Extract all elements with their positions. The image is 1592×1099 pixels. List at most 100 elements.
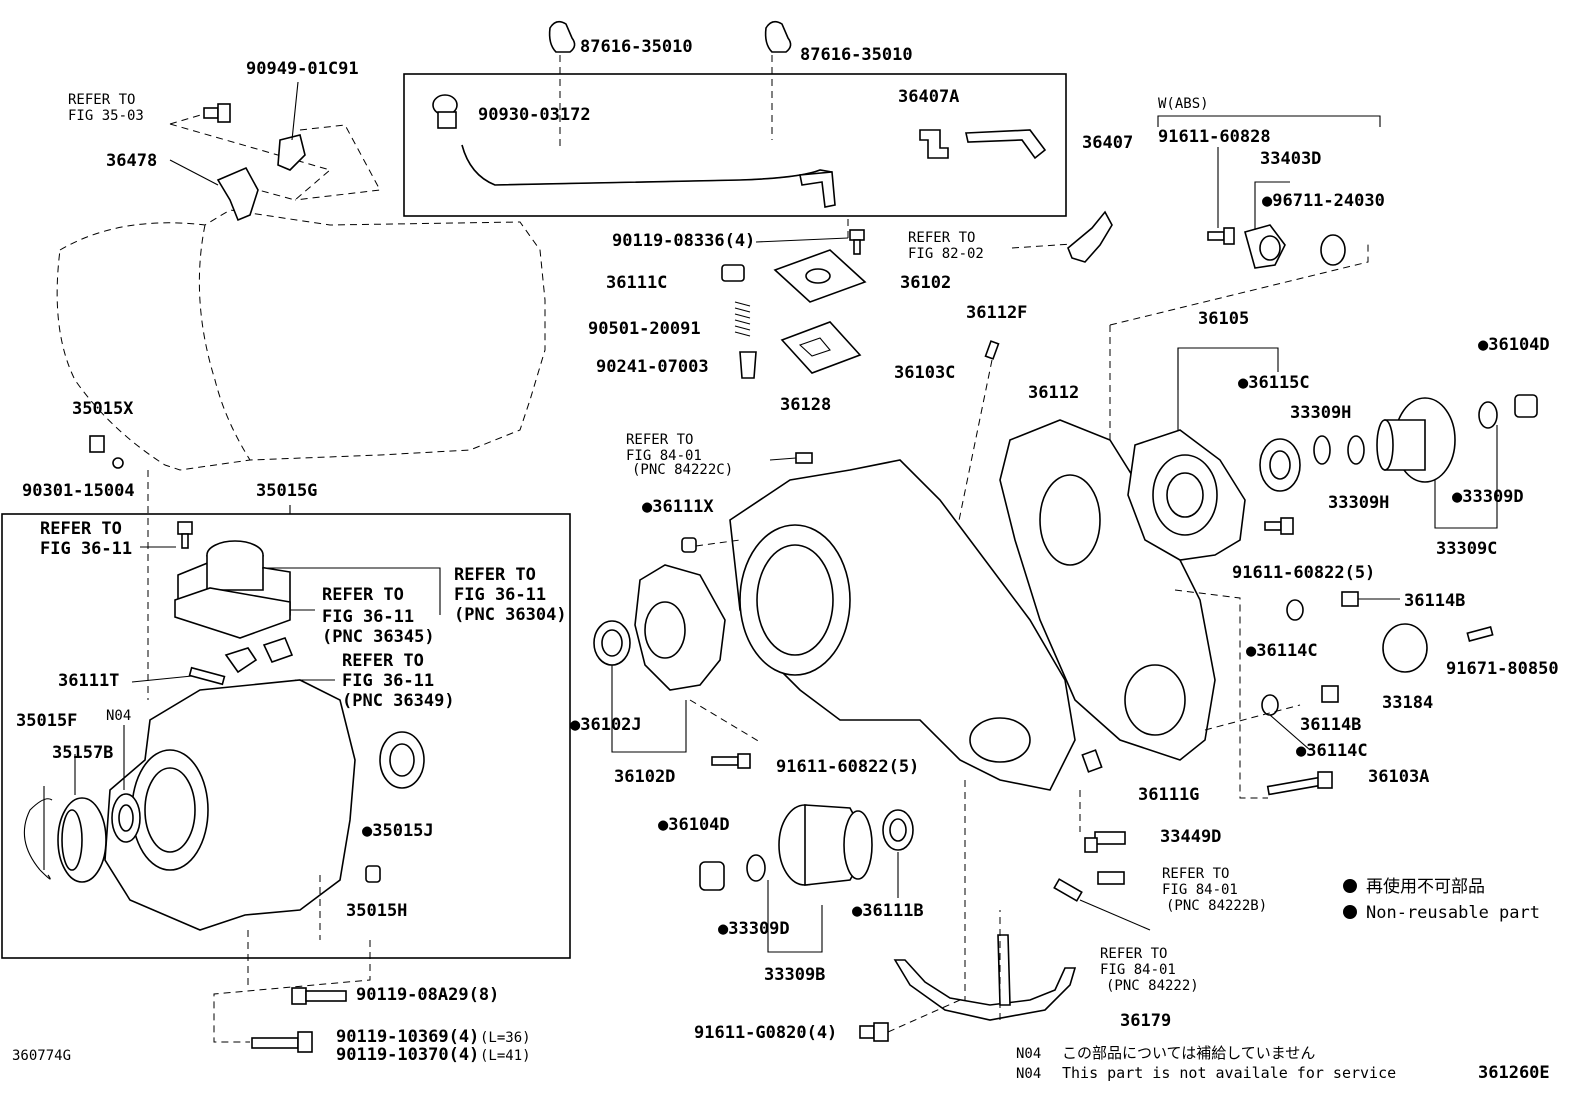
leader xyxy=(887,999,961,1033)
label-90501: 90501-20091 xyxy=(588,319,701,339)
leader xyxy=(262,567,441,615)
clip-90949 xyxy=(277,134,306,171)
leader xyxy=(131,675,193,683)
label-36112f: 36112F xyxy=(966,303,1027,323)
washer-36114c-b xyxy=(1261,694,1279,716)
snap-ring-35015f xyxy=(23,798,53,880)
label-33309b: 33309B xyxy=(764,965,825,985)
gasket-36112 xyxy=(999,419,1216,761)
label-33449d: 33449D xyxy=(1160,827,1221,847)
ref-84-01b-line3: (PNC 84222B) xyxy=(1166,898,1267,914)
seal-35015j xyxy=(379,731,425,789)
label-91611-60828: 91611-60828 xyxy=(1158,127,1271,147)
label-33184: 33184 xyxy=(1382,693,1433,713)
label-36103a: 36103A xyxy=(1368,767,1429,787)
ref-36345-line2: FIG 36-11 xyxy=(322,607,414,627)
label-36114c-a: ●36114C xyxy=(1246,641,1318,661)
label-n04: N04 xyxy=(106,708,131,724)
ref-84-01b-line2: FIG 84-01 xyxy=(1162,882,1238,898)
label-len41: (L=41) xyxy=(480,1048,531,1064)
bracket-refer-82-02 xyxy=(1067,210,1113,263)
breather-plug-90930 xyxy=(432,94,458,129)
ref-36345-line3: (PNC 36345) xyxy=(322,627,435,647)
label-len36: (L=36) xyxy=(480,1030,531,1046)
plunger-90241 xyxy=(739,351,757,379)
bolt-91611-60822-a xyxy=(1264,517,1294,535)
label-36103c: 36103C xyxy=(894,363,955,383)
transmission-outline xyxy=(56,209,546,471)
legend-en: Non-reusable part xyxy=(1366,903,1540,923)
label-96711: ●96711-24030 xyxy=(1262,191,1385,211)
label-33309c: 33309C xyxy=(1436,539,1497,559)
nut-36104d-l xyxy=(699,861,725,891)
ref-36-11-line2: FIG 36-11 xyxy=(40,539,132,559)
note-n04-en: This part is not availale for service xyxy=(1062,1064,1396,1082)
leader xyxy=(767,880,823,953)
dynamic-damper-33184 xyxy=(1382,623,1428,673)
bolt-refer-84-01c xyxy=(795,452,813,464)
leader xyxy=(1109,240,1369,326)
adapter-gasket xyxy=(174,587,291,639)
label-35015x: 35015X xyxy=(72,399,134,419)
label-91611-60822-a: 91611-60822(5) xyxy=(1232,563,1375,583)
ref-84-01-line3: (PNC 84222) xyxy=(1106,978,1199,994)
label-35015j: ●35015J xyxy=(362,821,434,841)
figure-code-left: 360774G xyxy=(12,1048,71,1064)
ref-84-01-line1: REFER TO xyxy=(1100,946,1167,962)
ref-36-11-line1: REFER TO xyxy=(40,519,122,539)
label-90241: 90241-07003 xyxy=(596,357,709,377)
label-36112: 36112 xyxy=(1028,383,1079,403)
bolt-90119-08336 xyxy=(849,229,865,255)
label-36114c-b: ●36114C xyxy=(1296,741,1368,761)
ref-36345-line1: REFER TO xyxy=(322,585,404,605)
leader xyxy=(1174,589,1268,799)
washer-90301 xyxy=(112,457,124,469)
ref-82-02-line2: FIG 82-02 xyxy=(908,246,984,262)
spring-90501 xyxy=(734,301,751,337)
note-n04-jp: この部品については補給していません xyxy=(1062,1044,1315,1062)
washer-33309d-l xyxy=(746,854,766,882)
label-90119-08336: 90119-08336(4) xyxy=(612,231,755,251)
hose-36407 xyxy=(965,129,1047,160)
bolt-91611-60822-b xyxy=(711,753,751,769)
leader xyxy=(169,113,205,125)
note-n04-code2: N04 xyxy=(1016,1066,1041,1082)
label-36478: 36478 xyxy=(106,151,157,171)
label-90119-10370: 90119-10370(4) xyxy=(336,1045,479,1065)
bolt-91611-60828 xyxy=(1207,227,1235,245)
ref-84-01c-line1: REFER TO xyxy=(626,432,693,448)
leader xyxy=(1254,181,1290,230)
label-35015g: 35015G xyxy=(256,481,317,501)
washer-36114c-a xyxy=(1286,599,1304,621)
sensor-33403d xyxy=(1244,224,1286,269)
ref-36304-line3: (PNC 36304) xyxy=(454,605,567,625)
label-35015f: 35015F xyxy=(16,711,77,731)
label-36114b-b: 36114B xyxy=(1300,715,1361,735)
label-33309d-r: ●33309D xyxy=(1452,487,1524,507)
plug-36114b-b xyxy=(1321,685,1339,703)
hose-elbow xyxy=(799,171,836,208)
leader xyxy=(695,539,741,547)
legend-jp: 再使用不可部品 xyxy=(1366,876,1485,897)
leader xyxy=(169,159,219,186)
label-36104d-l: ●36104D xyxy=(658,815,730,835)
label-wabs: W(ABS) xyxy=(1158,96,1209,112)
bolt-91671 xyxy=(1466,626,1494,642)
legend-bullet-en xyxy=(1343,905,1357,919)
breather-hose xyxy=(461,144,833,186)
label-90949: 90949-01C91 xyxy=(246,59,359,79)
extension-housing-36102d xyxy=(634,564,726,691)
ref-36304-line1: REFER TO xyxy=(454,565,536,585)
ref-36304-line2: FIG 36-11 xyxy=(454,585,546,605)
ref-35-03-line2: FIG 35-03 xyxy=(68,108,144,124)
ref-84-01c-line2: FIG 84-01 xyxy=(626,448,702,464)
shift-parts-36349 xyxy=(224,637,294,674)
seal-36115c xyxy=(1259,438,1301,492)
ref-35-03-line1: REFER TO xyxy=(68,92,135,108)
flange-33309c xyxy=(1376,397,1456,483)
label-87616-b: 87616-35010 xyxy=(800,45,913,65)
abs-bracket xyxy=(1157,115,1381,127)
leader xyxy=(611,665,687,753)
leader xyxy=(213,940,371,1043)
